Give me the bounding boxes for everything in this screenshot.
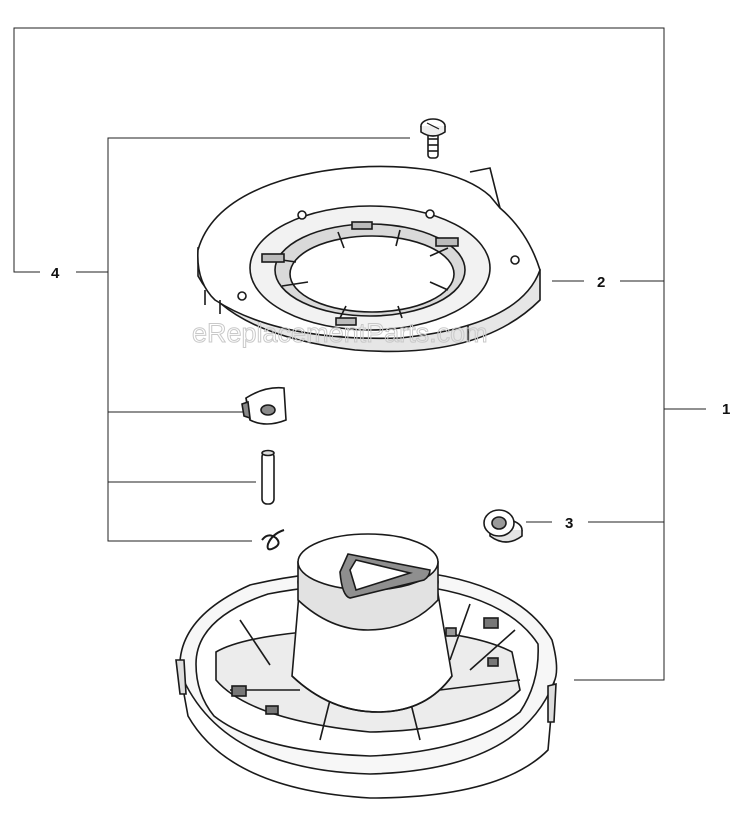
cover-plate-part xyxy=(197,165,541,353)
callout-4: 4 xyxy=(51,265,60,282)
watermark-text: eReplacementParts.com xyxy=(192,318,488,348)
bushing-part xyxy=(483,509,523,543)
outer-bracket-line xyxy=(13,27,665,681)
bracket-4-line xyxy=(107,137,410,542)
pin-part xyxy=(261,449,275,505)
callout-2: 2 xyxy=(597,274,605,291)
spring-part xyxy=(261,529,285,551)
spool-housing-part xyxy=(175,533,558,799)
callout-1: 1 xyxy=(722,401,730,418)
leader-lines xyxy=(13,27,706,681)
callout-3: 3 xyxy=(565,515,573,532)
screw-part xyxy=(420,118,446,159)
cam-clip-part xyxy=(241,386,287,425)
